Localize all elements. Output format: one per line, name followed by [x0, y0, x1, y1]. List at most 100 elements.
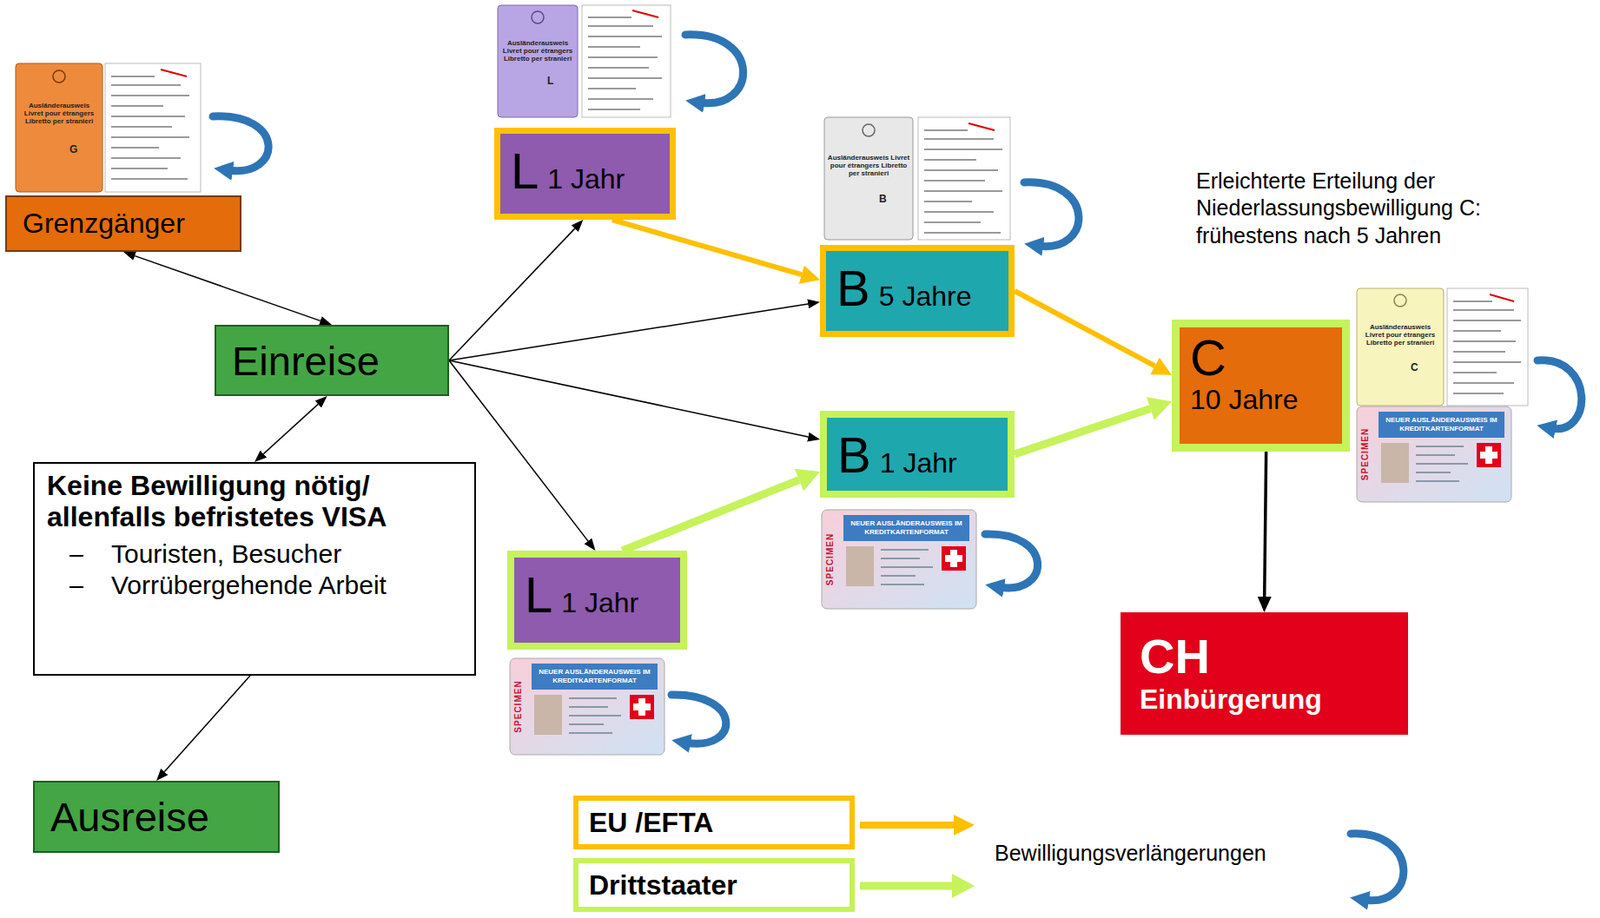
booklet-emblem: [1394, 294, 1407, 307]
permit-box: B1 Jahr: [819, 410, 1015, 498]
legend-swatch: EU /EFTA: [573, 795, 855, 850]
permit-box: L1 Jahr: [507, 550, 688, 650]
swiss-cross: [941, 546, 966, 571]
renewal-arrow: [671, 694, 727, 744]
page-lines: [111, 76, 190, 179]
connector-arrow: [449, 304, 808, 361]
legend-swatch: Drittstaater: [573, 858, 855, 913]
page-mark: [160, 69, 187, 77]
renewal-arrow: [212, 116, 269, 172]
node-text: 1 Jahr: [561, 587, 639, 620]
permit-box: C10 Jahre: [1171, 319, 1350, 452]
connector-arrow: [1014, 290, 1156, 366]
permit-box: Grenzgänger: [5, 195, 242, 252]
swiss-cross: [633, 698, 651, 716]
renewal-arrow: [1024, 182, 1079, 247]
connector-arrow: [1264, 451, 1267, 597]
card-photo: [1381, 442, 1409, 483]
node-title: C: [1190, 332, 1227, 384]
booklet-emblem: [531, 11, 544, 24]
connector-arrow: [621, 480, 799, 551]
card-watermark: SPECIMEN: [825, 516, 835, 602]
node-title: B: [836, 263, 871, 314]
renewal-arrow: [685, 34, 744, 104]
booklet-title: Ausländerausweis Livret pour étrangers L…: [826, 153, 911, 179]
swiss-cross: [1476, 442, 1501, 468]
process-box: Einreise: [214, 324, 450, 397]
card-watermark: SPECIMEN: [513, 665, 523, 748]
node-text: Touristen, Besucher: [46, 538, 342, 570]
legend-arrow: [859, 882, 953, 891]
booklet-letter: G: [69, 143, 87, 156]
legend-text: Drittstaater: [588, 869, 738, 902]
permit-page: [1447, 288, 1528, 406]
connector-arrow: [263, 403, 318, 454]
permit-box: B5 Jahre: [819, 244, 1015, 338]
renewal-arrow: [1350, 833, 1404, 901]
page-lines: [588, 17, 662, 110]
node-text: Vorrübergehende Arbeit: [46, 569, 387, 602]
connector-arrow: [164, 675, 251, 773]
booklet-title: Ausländerausweis Livret pour étrangers L…: [18, 101, 100, 126]
node-text: 1 Jahr: [547, 163, 625, 196]
connector-arrow: [612, 219, 802, 275]
result-box: CHEinbürgerung: [1120, 612, 1409, 735]
node-title: L: [510, 145, 539, 197]
card-photo: [846, 546, 874, 587]
booklet-cover: [15, 63, 103, 192]
booklet-cover: [824, 117, 913, 240]
connector-arrow: [1014, 409, 1151, 455]
swiss-cross: [629, 694, 655, 720]
page-lines: [1453, 301, 1521, 394]
node-title: L: [524, 569, 553, 621]
legend-item: Bewilligungsverlängerungen: [994, 840, 1267, 867]
node-title: B: [837, 429, 872, 481]
card-watermark: SPECIMEN: [1360, 413, 1370, 496]
page-mark: [968, 123, 995, 131]
note-box: Keine Bewilligung nötig/ allenfalls befr…: [33, 462, 477, 676]
booklet-title: Ausländerausweis Livret pour étrangers L…: [500, 39, 576, 64]
page-mark: [1489, 294, 1515, 302]
booklet-cover: [1356, 288, 1444, 406]
permit-box: L1 Jahr: [494, 127, 676, 220]
id-card: [1356, 406, 1512, 503]
card-lines: [568, 698, 622, 734]
card-title: NEUER AUSLÄNDERAUSWEIS IM KREDITKARTENFO…: [1380, 412, 1503, 439]
node-title: CH: [1139, 631, 1210, 683]
node-title: Keine Bewilligung nötig/ allenfalls befr…: [46, 470, 395, 534]
connector-arrow: [449, 228, 576, 361]
booklet-cover: [497, 5, 578, 118]
booklet-letter: L: [547, 74, 565, 87]
booklet-letter: B: [879, 192, 897, 205]
booklet-emblem: [862, 124, 875, 137]
card-lines: [1415, 446, 1468, 482]
booklet-letter: C: [1410, 361, 1429, 374]
node-text: 1 Jahr: [879, 447, 958, 480]
booklet-emblem: [52, 70, 66, 83]
node-text: 5 Jahre: [879, 280, 972, 313]
card-banner: [1378, 411, 1505, 438]
renewal-arrow: [1537, 360, 1582, 430]
card-banner: [531, 663, 658, 690]
booklet-title: Ausländerausweis Livret pour étrangers L…: [1359, 323, 1442, 348]
node-title: Grenzgänger: [22, 207, 186, 240]
card-title: NEUER AUSLÄNDERAUSWEIS IM KREDITKARTENFO…: [533, 664, 656, 691]
id-card: [821, 509, 977, 609]
node-title: Einreise: [231, 337, 380, 385]
legend-text: Bewilligungsverlängerungen: [994, 840, 1267, 867]
annotation-text: Erleichterte Erteilung der Niederlassung…: [1196, 167, 1544, 250]
node-text: Einbürgerung: [1139, 682, 1323, 716]
legend-arrow: [859, 821, 954, 829]
id-card: [509, 658, 665, 755]
node-title: Ausreise: [50, 793, 210, 841]
page-lines: [924, 130, 1003, 233]
swiss-cross: [1480, 446, 1498, 464]
page-mark: [632, 10, 659, 18]
renewal-arrow: [985, 534, 1039, 589]
permit-page: [581, 5, 671, 118]
process-box: Ausreise: [33, 780, 280, 853]
node-text: 10 Jahre: [1190, 383, 1299, 417]
card-banner: [843, 515, 970, 542]
swiss-cross: [945, 549, 963, 568]
